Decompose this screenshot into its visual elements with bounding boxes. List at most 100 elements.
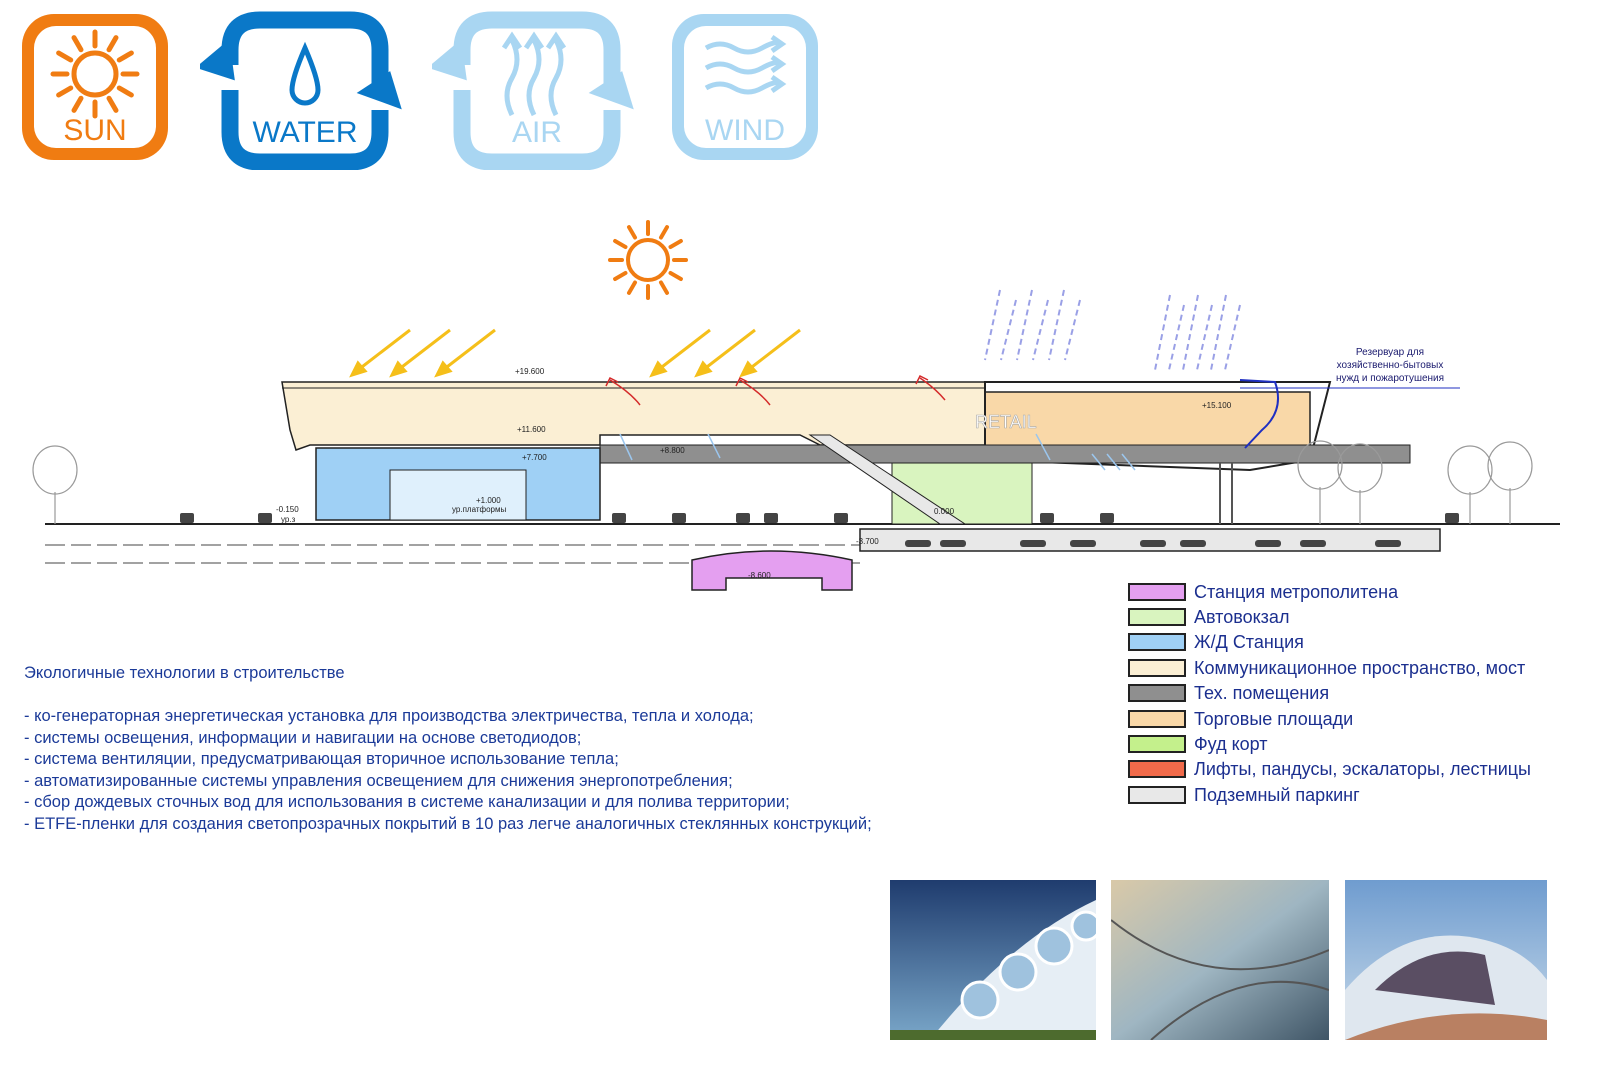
- rain-line: [1168, 304, 1185, 371]
- rain-line: [984, 289, 1001, 361]
- solar-arrow-head: [649, 360, 668, 378]
- level-minus-0150: -0.150: [276, 505, 299, 514]
- legend-label: Ж/Д Станция: [1194, 632, 1304, 652]
- legend-label: Торговые площади: [1194, 709, 1354, 729]
- wind-label: WIND: [705, 114, 785, 147]
- sun-ray: [668, 239, 683, 249]
- wind-icon: [704, 34, 787, 95]
- rain-line: [1224, 304, 1241, 371]
- eco-tech-item: - сбор дождевых сточных вод для использо…: [24, 793, 790, 812]
- parked-car: [1255, 540, 1281, 547]
- tree: [1447, 445, 1493, 495]
- sun-ray: [116, 85, 134, 98]
- level-8800: +8.800: [660, 446, 685, 455]
- solar-radiation-arrows: [349, 328, 801, 378]
- legend-item-parking: Подземный паркинг: [1128, 785, 1588, 807]
- parked-car: [905, 540, 931, 547]
- rain-line: [1016, 289, 1033, 361]
- legend-item-technical: Тех. помещения: [1128, 683, 1588, 705]
- ventilation-arrows: [605, 374, 946, 406]
- sun-ray: [116, 50, 134, 63]
- photo-etfe-roof: [1111, 880, 1329, 1040]
- tank-note-line-3: нужд и пожаротушения: [1335, 373, 1445, 384]
- legend-swatch-retail: [1128, 710, 1186, 728]
- building-section: +19.600 +11.600 +8.800 +7.700 +15.100 -0…: [0, 170, 1600, 630]
- legend-label: Лифты, пандусы, эскалаторы, лестницы: [1194, 759, 1531, 779]
- solar-arrow: [702, 328, 756, 372]
- sun-ray: [613, 239, 628, 249]
- solar-arrow-head: [349, 360, 368, 378]
- level-11600: +11.600: [517, 425, 546, 434]
- rain-line: [1032, 299, 1049, 361]
- water-pipe: [1239, 379, 1279, 449]
- eco-tech-item: - ETFE-пленки для создания светопрозрачн…: [24, 814, 872, 833]
- level-19600: +19.600: [515, 367, 545, 376]
- legend-item-bus-station: Автовокзал: [1128, 607, 1588, 629]
- tree: [32, 445, 78, 495]
- legend-swatch-vertical-transport: [1128, 760, 1186, 778]
- car: [1100, 513, 1114, 523]
- retail-label: RETAIL: [975, 412, 1037, 432]
- car: [180, 513, 194, 523]
- legend-label: Автовокзал: [1194, 607, 1290, 627]
- sun-icon: [50, 29, 140, 119]
- eco-tech-item: - ко-генераторная энергетическая установ…: [24, 707, 754, 725]
- eco-tech-item: - системы освещения, информации и навига…: [24, 728, 582, 747]
- legend-swatch-metro: [1128, 583, 1186, 601]
- legend-item-railway: Ж/Д Станция: [1128, 632, 1588, 654]
- legend-item-vertical-transport: Лифты, пандусы, эскалаторы, лестницы: [1128, 759, 1588, 781]
- car: [258, 513, 272, 523]
- tank-note-line-1: Резервуар для: [1355, 347, 1425, 358]
- parked-car: [1180, 540, 1206, 547]
- air-flow-icon: [501, 31, 567, 117]
- rain-line: [1196, 304, 1213, 371]
- sun-label: SUN: [63, 114, 126, 147]
- tree: [1487, 441, 1533, 491]
- sun-symbol: [608, 220, 688, 300]
- sun-ray: [56, 50, 74, 63]
- solar-arrow: [357, 328, 411, 372]
- air-label: AIR: [512, 116, 562, 149]
- level-platform-note: ур.платформы: [452, 505, 507, 514]
- parked-car: [1020, 540, 1046, 547]
- solar-arrow: [657, 328, 711, 372]
- legend-item-communication: Коммуникационное пространство, мост: [1128, 658, 1588, 680]
- level-minus-8600: -8.600: [748, 571, 771, 580]
- eco-tech-item: - система вентиляции, предусматривающая …: [24, 750, 619, 769]
- rain-lines: [984, 289, 1241, 371]
- parked-car: [1070, 540, 1096, 547]
- solar-arrow-head: [434, 360, 453, 378]
- solar-arrow-head: [694, 360, 713, 378]
- vehicles: [180, 513, 1459, 547]
- legend-swatch-railway: [1128, 633, 1186, 651]
- solar-arrow: [397, 328, 451, 372]
- air-circulation-arrows: [619, 433, 1136, 471]
- car: [764, 513, 778, 523]
- level-ground-note: ур.з: [281, 515, 296, 524]
- car: [672, 513, 686, 523]
- level-7700: +7.700: [522, 453, 547, 462]
- water-label: WATER: [253, 116, 358, 149]
- eco-tech-item: - автоматизированные системы управления …: [24, 771, 733, 790]
- sun-ray: [106, 95, 119, 113]
- parked-car: [940, 540, 966, 547]
- sun-ray: [659, 225, 669, 240]
- sun-ray: [659, 280, 669, 295]
- photo-etfe-dome: [1345, 880, 1547, 1040]
- rain-line: [1154, 294, 1171, 371]
- solar-arrow: [747, 328, 801, 372]
- car: [736, 513, 750, 523]
- level-1000: +1.000: [476, 496, 501, 505]
- sun-ray: [71, 35, 84, 53]
- water-drop-icon: [289, 41, 321, 106]
- sun-ray: [613, 271, 628, 281]
- parked-car: [1300, 540, 1326, 547]
- photo-etfe-facade: [890, 880, 1096, 1040]
- car: [834, 513, 848, 523]
- metro-station: [691, 550, 853, 591]
- legend-item-retail: Торговые площади: [1128, 709, 1588, 731]
- sun-ray: [668, 271, 683, 281]
- legend-swatch-technical: [1128, 684, 1186, 702]
- air-icon-tile: AIR: [427, 10, 642, 171]
- eco-tech-title: Экологичные технологии в строительстве: [24, 664, 345, 682]
